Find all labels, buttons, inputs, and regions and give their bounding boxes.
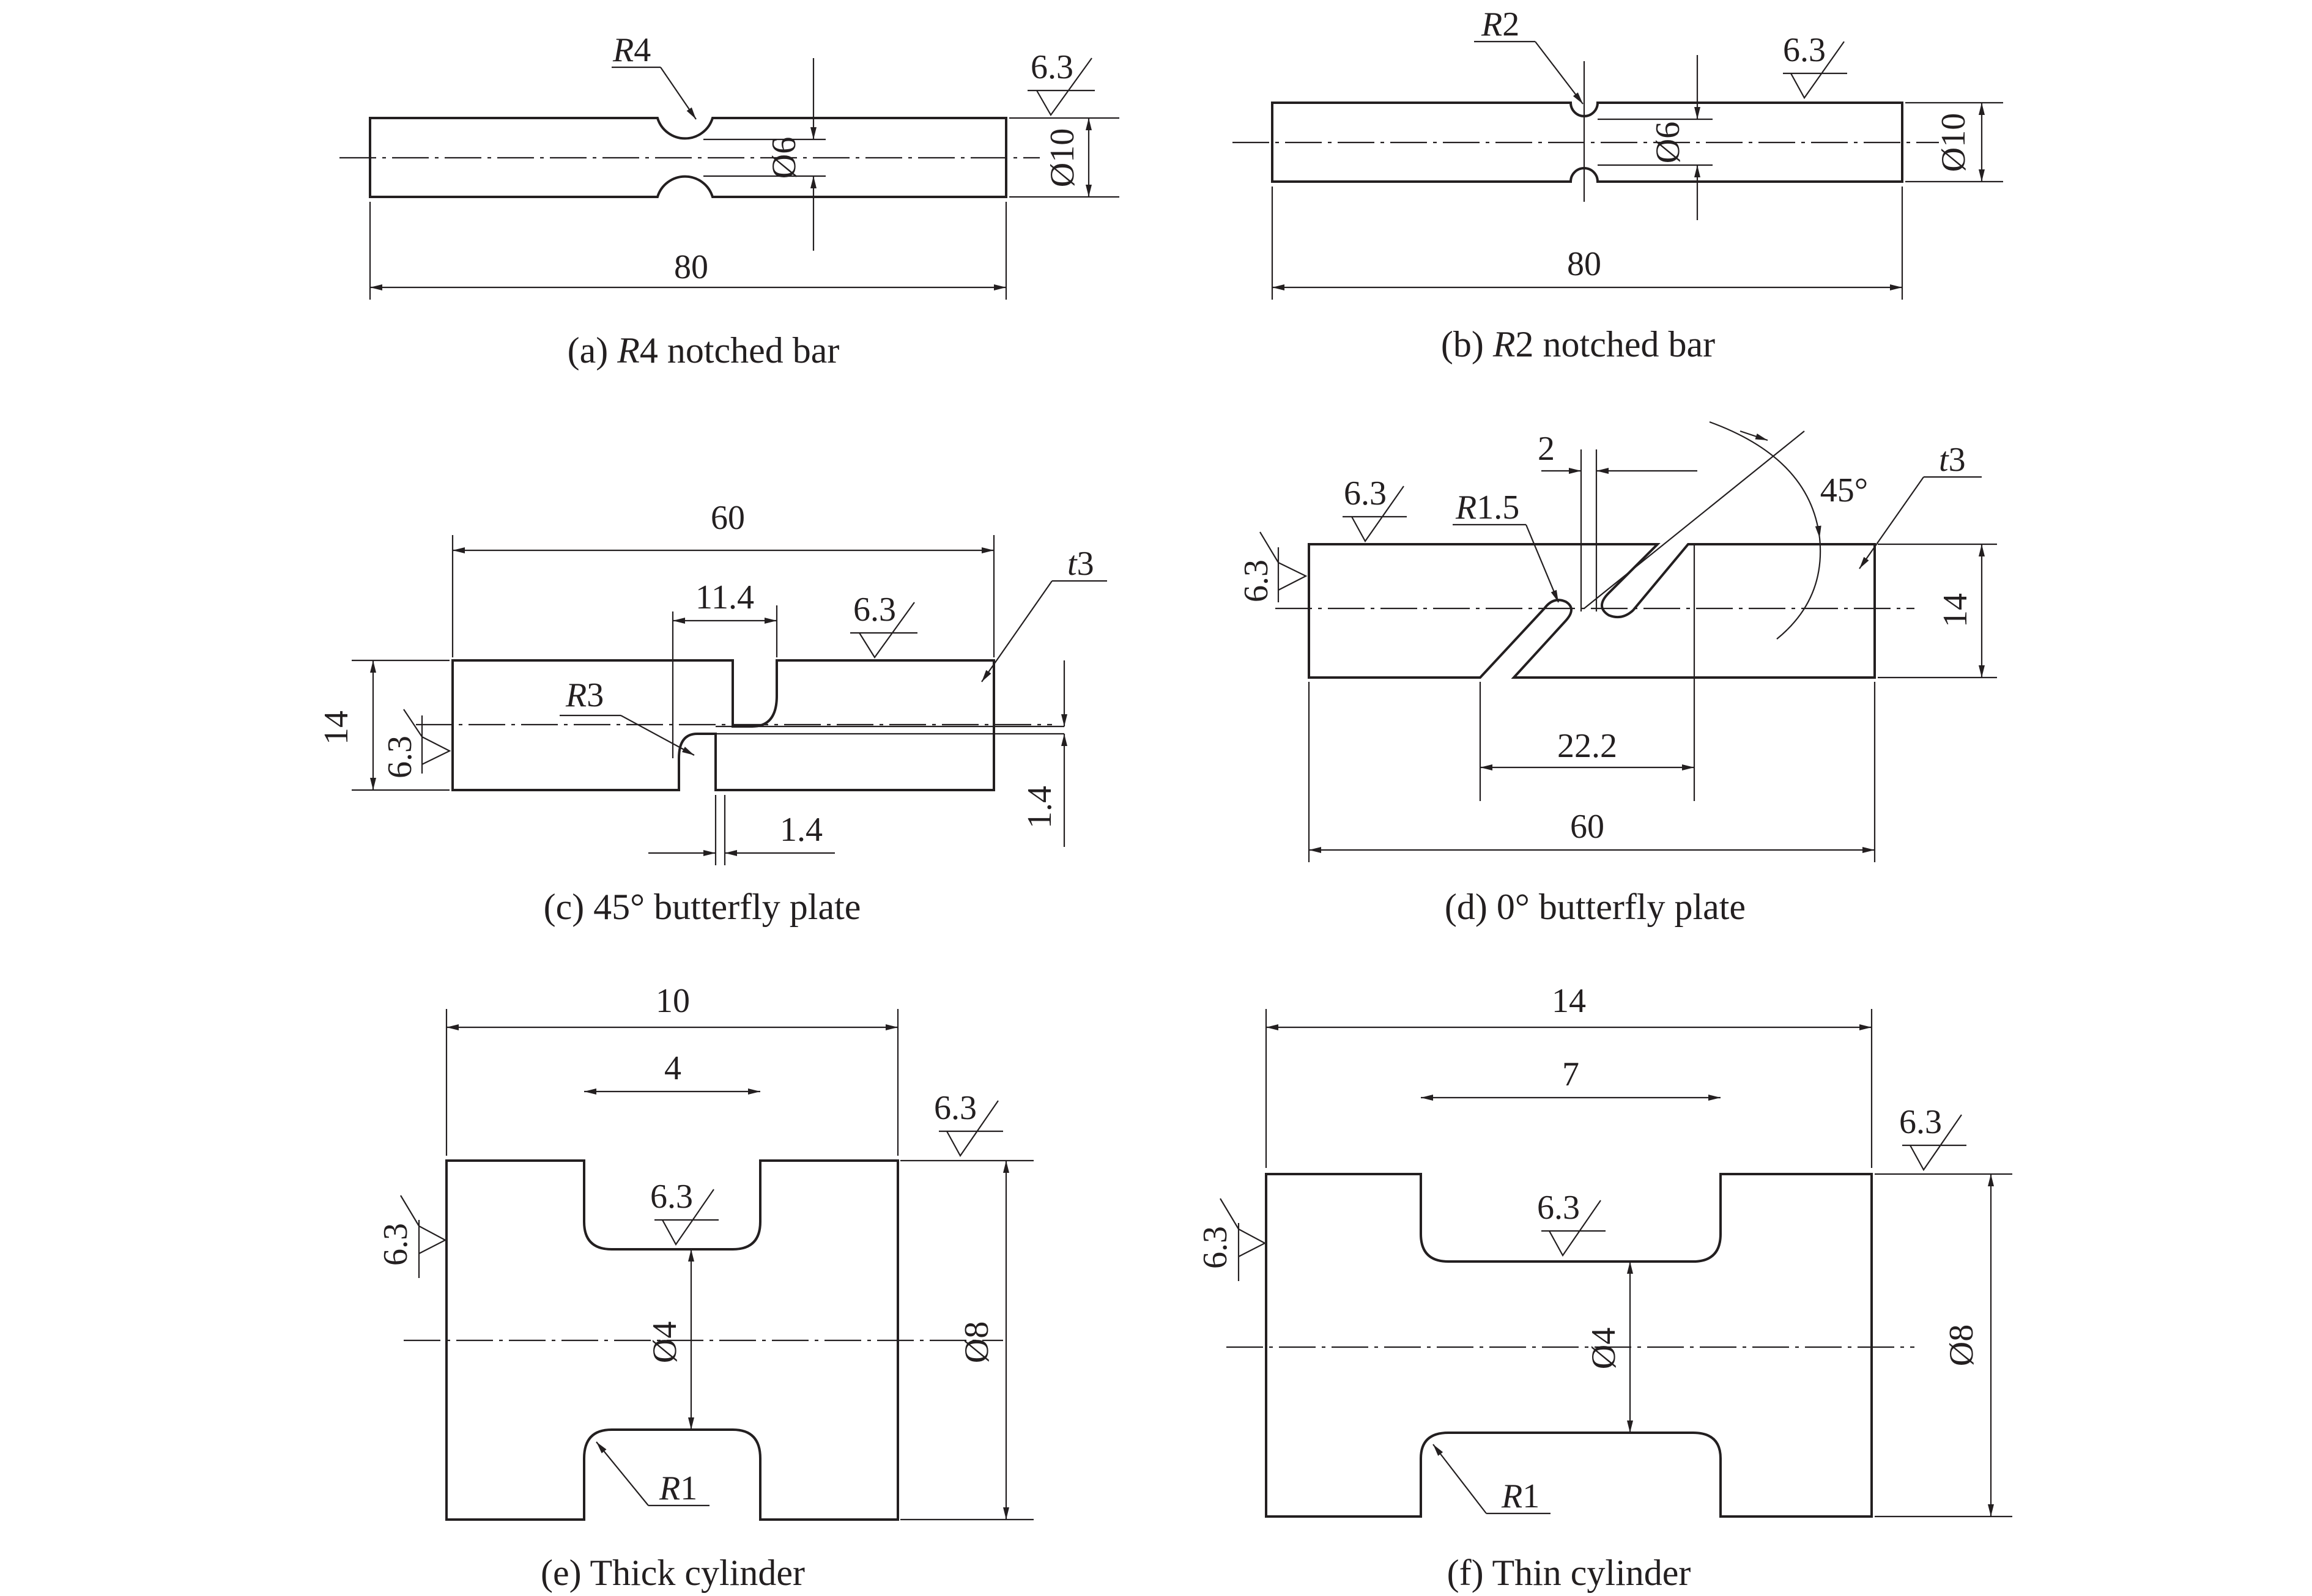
panel-b-roughness-symbol: 6.3 [1783, 31, 1847, 100]
panel-c-height: 14 [317, 711, 355, 745]
panel-b-r2-notched-bar: 80 Ø6 Ø10 6.3 R2 (b) R2 notched bar [1232, 6, 2003, 364]
panel-b-length-label: 80 [1567, 245, 1601, 283]
panel-c-gap-width: 1.4 [780, 811, 823, 849]
svg-text:6.3: 6.3 [934, 1089, 977, 1127]
panel-d-length: 60 [1570, 808, 1604, 846]
svg-text:6.3: 6.3 [853, 591, 896, 629]
panel-d-left-roughness-symbol: 6.3 [1237, 531, 1308, 602]
panel-f-neck-roughness-symbol: 6.3 [1537, 1189, 1606, 1257]
panel-e-length: 10 [656, 982, 690, 1020]
panel-e-neck-length: 4 [664, 1049, 681, 1087]
panel-f-neck-length: 7 [1562, 1055, 1579, 1093]
panel-c-radius: R3 [565, 676, 604, 714]
panel-a-length-label: 80 [674, 248, 708, 286]
svg-text:6.3: 6.3 [650, 1178, 693, 1216]
panel-a-caption: (a) R4 notched bar [568, 330, 840, 371]
panel-d-top-roughness-symbol: 6.3 [1343, 475, 1407, 543]
panel-d-angle: 45° [1820, 471, 1868, 509]
panel-c-gap-height: 1.4 [1021, 786, 1059, 829]
panel-d-0-butterfly-plate: 2 45° t3 R1.5 6.3 6.3 14 22.2 [1237, 421, 1997, 927]
panel-a-r4-notched-bar: 80 Ø6 Ø10 6.3 R4 (a) R4 notched bar [339, 31, 1119, 371]
svg-text:6.3: 6.3 [381, 736, 419, 778]
panel-d-thickness: t3 [1939, 441, 1966, 479]
panel-b-radius: R2 [1481, 6, 1519, 43]
panel-b-outer-diameter: Ø10 [1935, 113, 1973, 172]
panel-d-outline [1308, 543, 1876, 679]
panel-c-caption: (c) 45° butterfly plate [544, 887, 861, 927]
panel-e-right-roughness-symbol: 6.3 [934, 1089, 1003, 1158]
panel-f-caption: (f) Thin cylinder [1447, 1553, 1691, 1593]
panel-f-outer-diameter: Ø8 [1943, 1324, 1980, 1366]
panel-b-caption: (b) R2 notched bar [1441, 324, 1715, 364]
panel-a-outer-diameter: Ø10 [1043, 128, 1081, 187]
panel-d-radius: R1.5 [1455, 489, 1519, 526]
panel-f-length: 14 [1552, 982, 1586, 1020]
panel-f-right-roughness-symbol: 6.3 [1899, 1103, 1966, 1172]
panel-f-neck-diameter: Ø4 [1585, 1328, 1623, 1369]
panel-c-thickness: t3 [1067, 545, 1094, 583]
svg-text:6.3: 6.3 [1783, 31, 1826, 69]
panel-c-left-roughness-symbol: 6.3 [381, 709, 451, 778]
svg-text:6.3: 6.3 [1031, 48, 1073, 86]
panel-a-inner-diameter: Ø6 [765, 137, 803, 179]
panel-e-outer-diameter: Ø8 [958, 1321, 996, 1363]
panel-e-neck-roughness-symbol: 6.3 [650, 1178, 719, 1246]
panel-f-radius: R1 [1501, 1477, 1539, 1515]
panel-e-thick-cylinder: 10 4 Ø4 Ø8 R1 6.3 6.3 6.3 (e) Thick cyli… [377, 982, 1034, 1593]
panel-e-outline [445, 1159, 899, 1521]
svg-text:6.3: 6.3 [1344, 475, 1387, 512]
panel-b-inner-diameter: Ø6 [1649, 122, 1687, 163]
panel-c-top-roughness-symbol: 6.3 [850, 591, 917, 659]
panel-d-slot-width: 2 [1538, 430, 1555, 468]
panel-a-roughness-symbol: 6.3 [1028, 48, 1095, 117]
panel-a-outline [369, 117, 1007, 198]
panel-d-notch-distance: 22.2 [1557, 727, 1617, 765]
svg-text:6.3: 6.3 [1899, 1103, 1942, 1141]
panel-c-notch-offset: 11.4 [695, 578, 754, 616]
panel-c-45-butterfly-plate: 60 11.4 14 6.3 6.3 t3 R3 1.4 [317, 499, 1107, 927]
panel-d-caption: (d) 0° butterfly plate [1445, 887, 1746, 927]
svg-text:6.3: 6.3 [1196, 1226, 1234, 1269]
panel-f-left-roughness-symbol: 6.3 [1196, 1198, 1267, 1281]
panel-e-neck-diameter: Ø4 [646, 1321, 684, 1363]
panel-c-length-label: 60 [711, 499, 745, 537]
panel-a-radius: R4 [612, 31, 651, 69]
svg-text:6.3: 6.3 [377, 1223, 415, 1266]
panel-d-angle-arc [1709, 421, 1821, 539]
panel-c-outline [451, 659, 995, 791]
panel-f-thin-cylinder: 14 7 Ø4 Ø8 R1 6.3 6.3 6.3 (f) Thin cylin… [1196, 982, 2012, 1593]
panel-e-caption: (e) Thick cylinder [541, 1553, 805, 1593]
panel-e-left-roughness-symbol: 6.3 [377, 1195, 447, 1278]
svg-text:6.3: 6.3 [1237, 560, 1275, 602]
panel-e-radius: R1 [659, 1469, 697, 1507]
panel-b-outline [1271, 102, 1903, 183]
panel-d-height: 14 [1936, 593, 1974, 627]
svg-text:6.3: 6.3 [1537, 1189, 1580, 1227]
panel-f-outline [1265, 1173, 1873, 1518]
